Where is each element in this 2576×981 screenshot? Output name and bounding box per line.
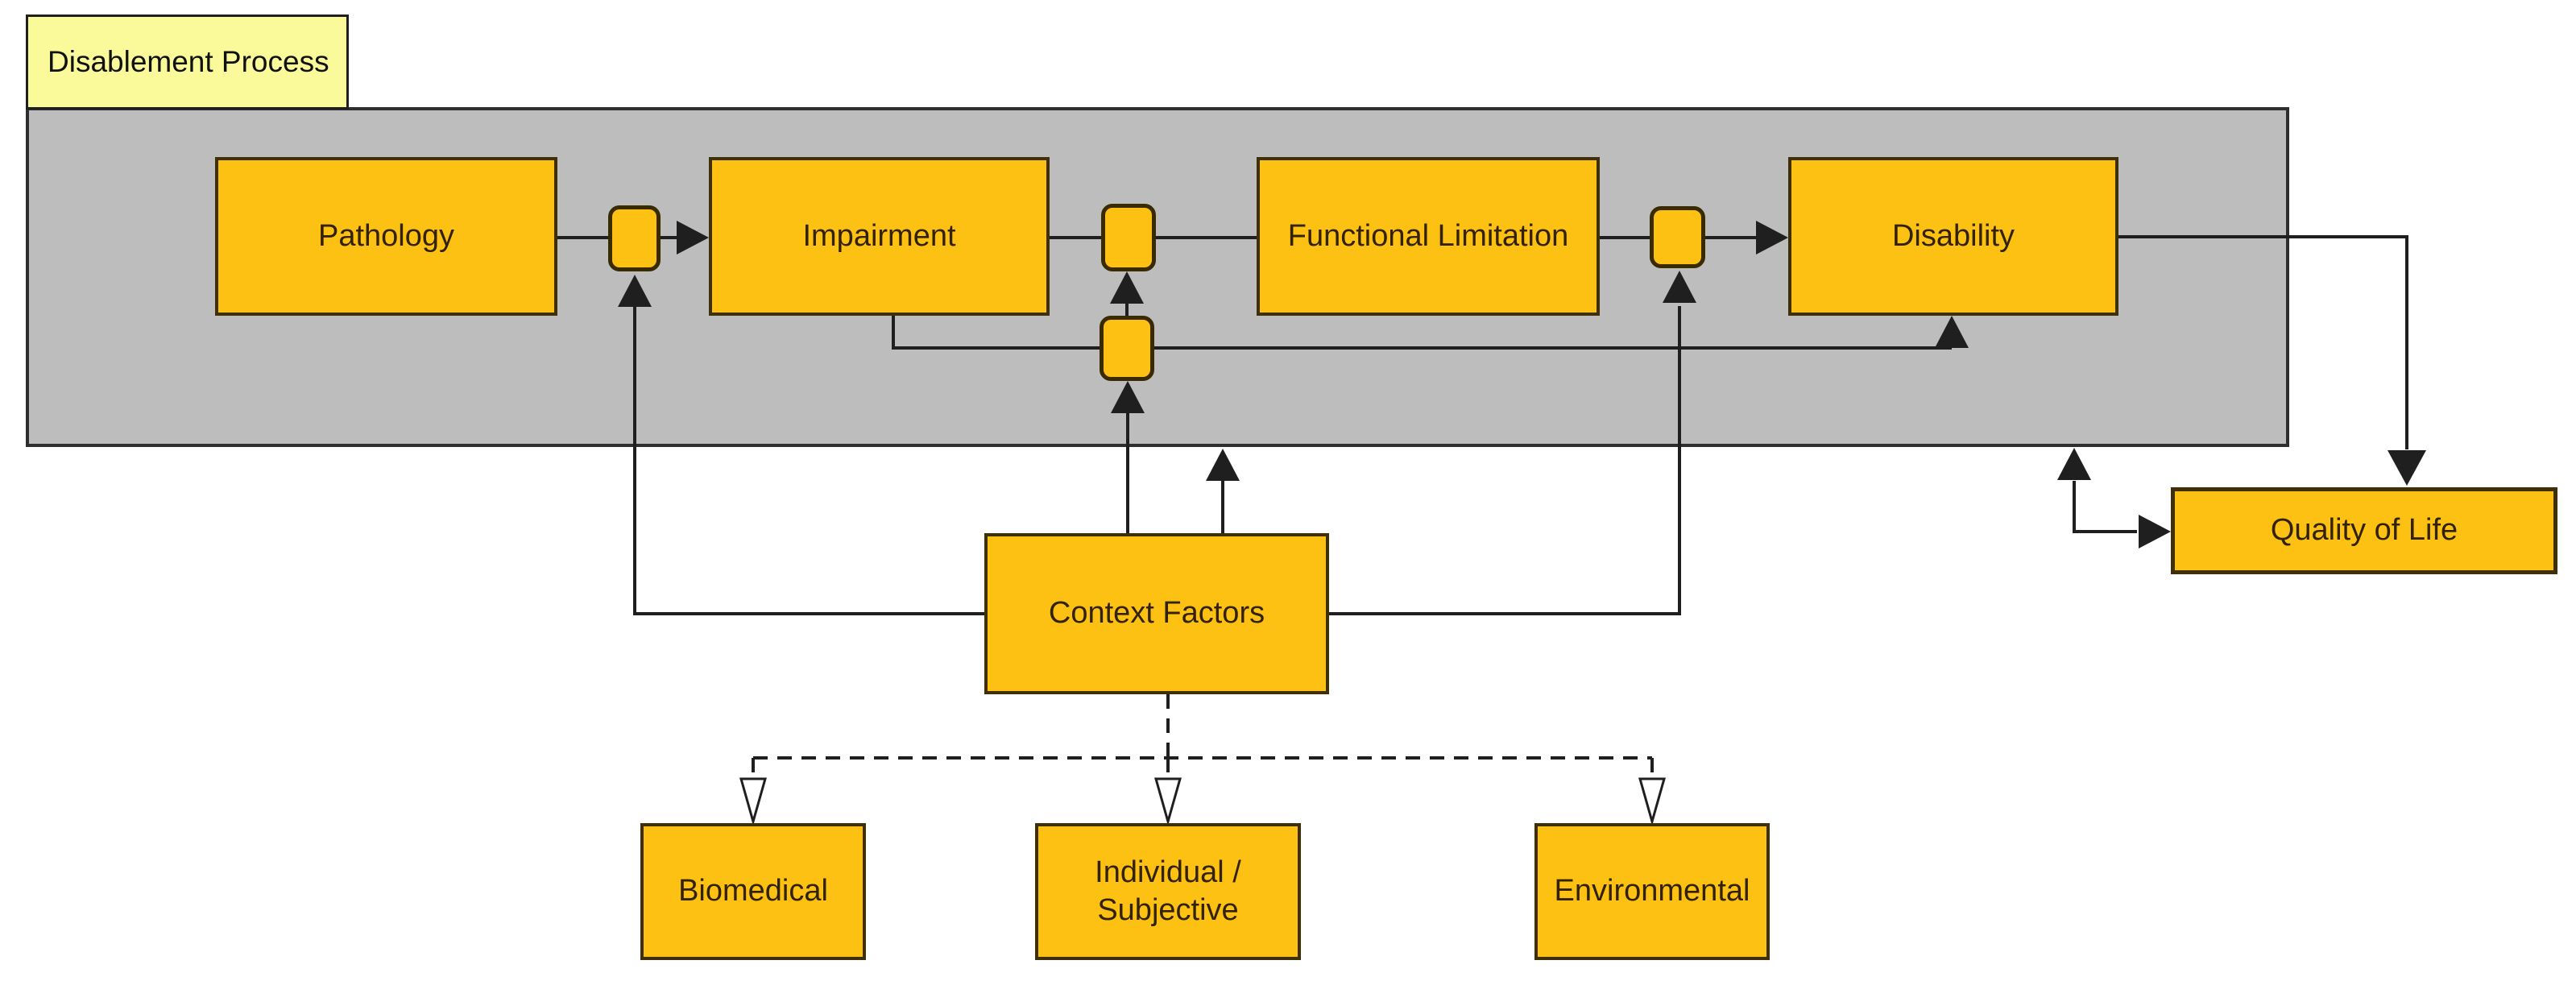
box-impairment: Impairment: [709, 157, 1050, 316]
box-biomedical-label: Biomedical: [678, 874, 828, 909]
box-disability-label: Disability: [1891, 218, 2015, 253]
connector-disability-qol: [2118, 235, 2426, 486]
open-arrow-environmental: [1638, 777, 1666, 826]
open-arrow-biomedical: [739, 777, 767, 826]
box-environmental: Environmental: [1534, 823, 1770, 960]
connector-pathology-impairment: [557, 221, 709, 255]
diagram-title: Disablement Process: [48, 45, 329, 78]
modifier-node-impairment-functional-limitation: [1101, 204, 1156, 271]
box-quality-of-life-label: Quality of Life: [2270, 513, 2458, 548]
box-disability: Disability: [1788, 157, 2118, 316]
open-arrowheads: [739, 777, 1666, 826]
box-individual-subjective: Individual / Subjective: [1035, 823, 1301, 960]
connector-context-container: [1206, 449, 1240, 533]
box-environmental-label: Environmental: [1554, 874, 1750, 909]
modifier-node-lower-bypass: [1100, 316, 1154, 381]
box-impairment-label: Impairment: [802, 218, 956, 253]
box-pathology-label: Pathology: [317, 218, 454, 253]
box-quality-of-life: Quality of Life: [2171, 487, 2557, 574]
box-functional-limitation-label: Functional Limitation: [1287, 218, 1569, 253]
connector-impairment-disability-bypass: [892, 314, 1969, 350]
box-pathology: Pathology: [215, 157, 557, 316]
connector-context-node4: [1329, 271, 1696, 615]
box-individual-subjective-line1: Individual /: [1095, 855, 1241, 889]
modifier-node-pathology-impairment: [608, 205, 661, 271]
open-arrow-individual: [1154, 777, 1182, 826]
connector-context-node3-node2: [1110, 271, 1145, 533]
box-context-factors: Context Factors: [984, 533, 1329, 694]
connector-context-node1: [618, 275, 984, 615]
box-context-factors-label: Context Factors: [1048, 596, 1265, 631]
diagram-title-tab: Disablement Process: [26, 14, 349, 110]
connector-functional-limitation-disability: [1600, 221, 1788, 255]
connector-container-qol: [2057, 448, 2171, 548]
box-individual-subjective-line2: Subjective: [1097, 893, 1239, 927]
connector-context-categories-dashed: [752, 694, 1654, 780]
modifier-node-functional-limitation-disability: [1650, 206, 1705, 268]
box-biomedical: Biomedical: [640, 823, 866, 960]
box-functional-limitation: Functional Limitation: [1257, 157, 1600, 316]
